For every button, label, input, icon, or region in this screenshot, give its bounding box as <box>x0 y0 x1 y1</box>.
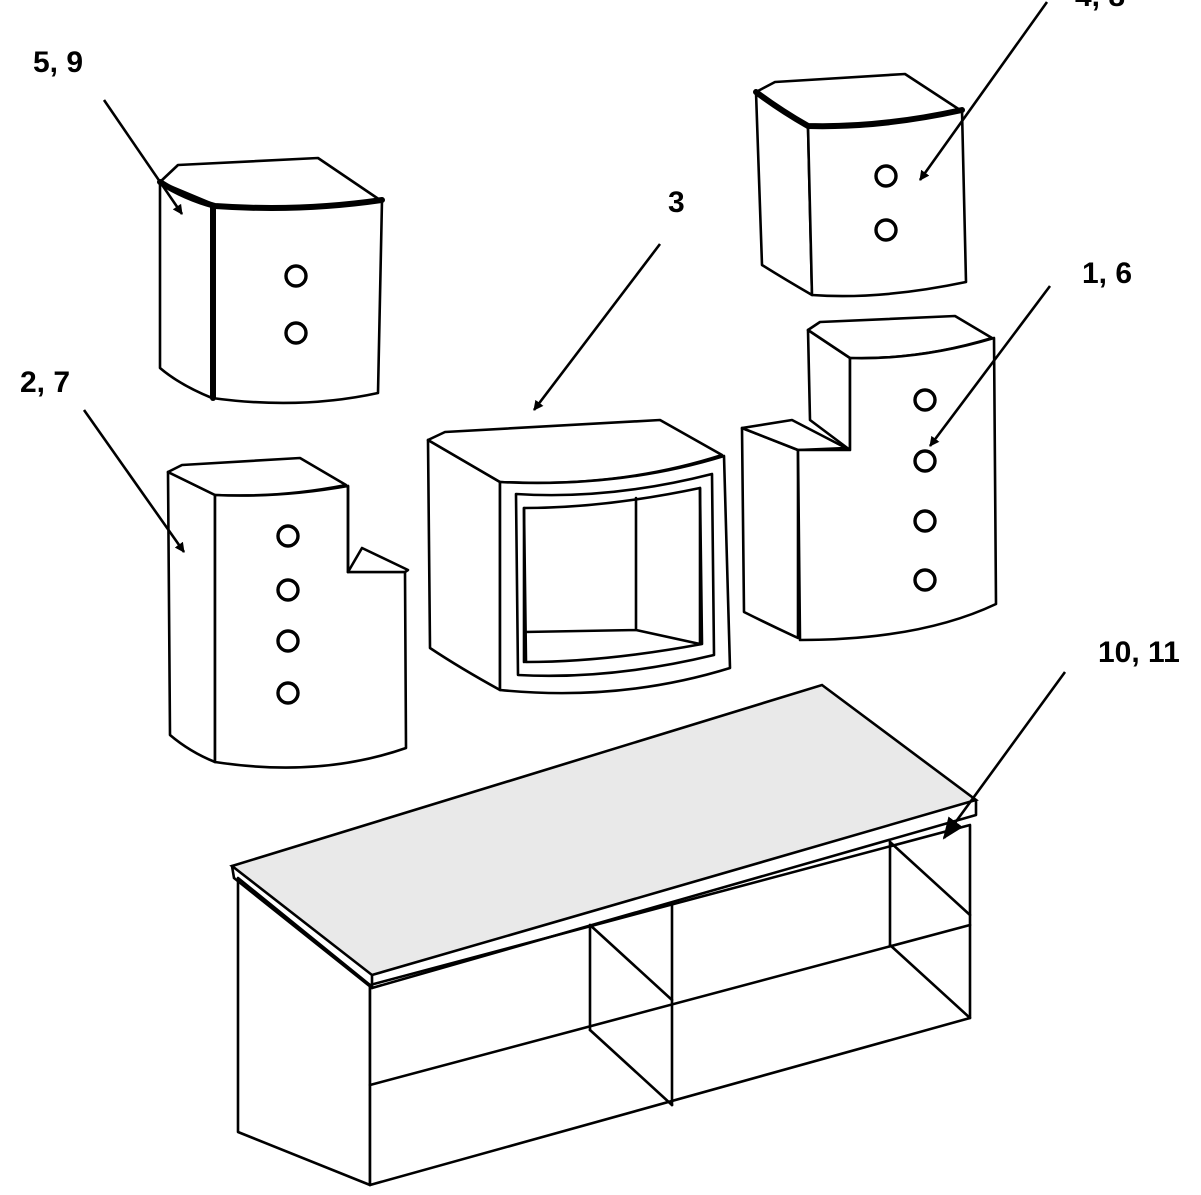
arrow-1-6 <box>928 285 1052 447</box>
step-cabinet-2-7-side <box>166 470 217 764</box>
step-cabinet-2-7-knob-3 <box>276 629 300 653</box>
cabinet-5-9-side <box>158 180 214 400</box>
step-cabinet-1-6-knob-1 <box>913 388 937 412</box>
step-cabinet-2-7-knob-1 <box>276 524 300 548</box>
step-cabinet-1-6-knob-2 <box>913 449 937 473</box>
arrow-3 <box>532 243 662 411</box>
cabinet-4-8-knob-2 <box>874 218 898 242</box>
step-cabinet-2-7-step-top <box>346 546 410 574</box>
cabinet-4-8-knob-1 <box>874 164 898 188</box>
step-cabinet-1-6-knob-4 <box>913 568 937 592</box>
cabinet-5-9-knob-1 <box>284 264 308 288</box>
base-shelf-top-board-edge <box>370 798 978 990</box>
step-cabinet-1-6-knob-3 <box>913 509 937 533</box>
cabinet-5-9-edge-band <box>157 179 385 211</box>
callout-3: 3 <box>668 186 685 219</box>
callout-1-6: 1, 6 <box>1082 257 1132 290</box>
step-cabinet-1-6-lower-side <box>740 426 800 640</box>
step-cabinet-2-7-front <box>213 484 408 769</box>
step-cabinet-1-6 <box>740 314 998 642</box>
step-cabinet-2-7-knob-2 <box>276 578 300 602</box>
arrow-5-9 <box>102 99 184 215</box>
open-box-3-opening <box>522 486 704 664</box>
arrow-10-11 <box>942 671 1067 840</box>
arrow-4-8 <box>918 1 1049 181</box>
open-box-3-interior <box>522 486 702 664</box>
base-shelf-middle-edge <box>368 923 972 1087</box>
cabinet-5-9 <box>157 156 385 405</box>
open-box-3-side <box>426 438 502 692</box>
arrow-2-7 <box>82 409 186 553</box>
base-shelf-inner-shelf-right <box>888 840 972 1020</box>
base-shelf-back-verticals <box>588 840 892 1032</box>
cabinet-4-8-edge-band <box>753 89 965 130</box>
callout-4-8: 4, 8 <box>1075 0 1125 13</box>
callout-2-7: 2, 7 <box>20 366 70 399</box>
step-cabinet-2-7-knob-4 <box>276 681 300 705</box>
callout-5-9: 5, 9 <box>33 46 83 79</box>
base-shelf-inner-shelf-left <box>588 923 674 1107</box>
cabinet-4-8-front <box>806 108 968 298</box>
step-cabinet-2-7 <box>166 456 410 769</box>
open-box-3 <box>426 418 732 695</box>
cabinet-5-9-front <box>210 198 384 405</box>
base-shelf-10-11 <box>229 683 979 1187</box>
cabinet-5-9-knob-2 <box>284 321 308 345</box>
callout-arrows <box>82 1 1067 840</box>
open-box-3-opening-frame <box>514 472 716 678</box>
cabinet-4-8 <box>753 72 968 298</box>
base-shelf-top-board-side-edge <box>230 864 374 990</box>
step-cabinet-1-6-front <box>796 336 998 642</box>
callout-10-11: 10, 11 <box>1098 636 1180 669</box>
callout-labels: 5, 9 4, 8 3 1, 6 2, 7 10, 11 <box>20 0 1180 669</box>
